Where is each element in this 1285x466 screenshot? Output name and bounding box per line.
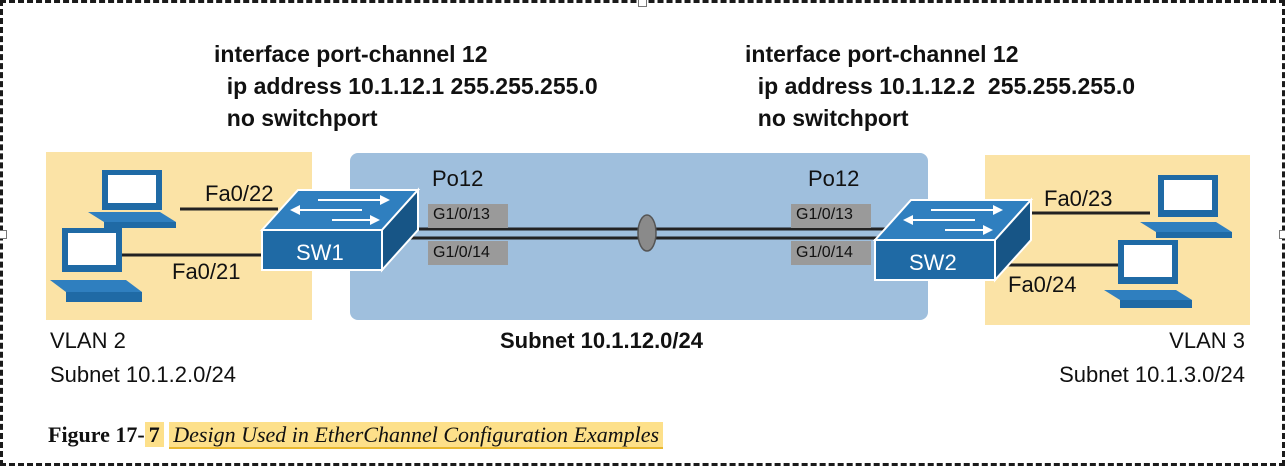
pc-icon-left-bottom (50, 228, 142, 302)
sw1-switch-icon (259, 187, 421, 273)
resize-handle-top[interactable] (638, 0, 647, 7)
figure-caption: Figure 17-7 Design Used in EtherChannel … (48, 422, 664, 449)
sw2-uplink-label-top: G1/0/13 (796, 206, 853, 223)
sw2-portchannel-label: Po12 (808, 166, 860, 191)
caption-prefix: Figure 17- (48, 422, 145, 447)
sw2-switch-icon (872, 197, 1034, 283)
middle-subnet-label: Subnet 10.1.12.0/24 (500, 328, 703, 353)
sw2-name-label: SW2 (909, 250, 957, 275)
etherchannel-bundle-icon (637, 214, 657, 252)
sw1-uplink-label-bottom: G1/0/14 (433, 244, 490, 261)
left-config-line-3: no switchport (214, 105, 378, 131)
vlan2-label: VLAN 2 (50, 328, 126, 353)
vlan3-label: VLAN 3 (1169, 328, 1245, 353)
resize-handle-left[interactable] (0, 230, 7, 239)
vlan2-subnet-label: Subnet 10.1.2.0/24 (50, 362, 236, 387)
sw1-port-fa0-21: Fa0/21 (172, 259, 241, 284)
sw2-port-fa0-24: Fa0/24 (1008, 272, 1077, 297)
left-config-line-1: interface port-channel 12 (214, 41, 488, 67)
left-config-line-2: ip address 10.1.12.1 255.255.255.0 (214, 73, 598, 99)
pc-icon-right-top (1140, 175, 1232, 238)
sw1-uplink-tag-bottom (428, 241, 508, 265)
sw1-port-fa0-22: Fa0/22 (205, 181, 274, 206)
vlan3-subnet-label: Subnet 10.1.3.0/24 (1059, 362, 1245, 387)
right-config-line-2: ip address 10.1.12.2 255.255.255.0 (745, 73, 1136, 99)
caption-title: Design Used in EtherChannel Configuratio… (169, 422, 664, 449)
sw2-port-fa0-23: Fa0/23 (1044, 186, 1113, 211)
sw1-name-label: SW1 (296, 240, 344, 265)
pc-icon-right-bottom (1104, 240, 1192, 308)
resize-handle-right[interactable] (1279, 230, 1285, 239)
caption-number: 7 (144, 422, 164, 447)
right-config-line-1: interface port-channel 12 (745, 41, 1019, 67)
sw2-uplink-label-bottom: G1/0/14 (796, 244, 853, 261)
sw2-uplink-tag-top (791, 204, 871, 228)
sw1-portchannel-label: Po12 (432, 166, 484, 191)
right-config-line-3: no switchport (745, 105, 909, 131)
sw1-uplink-label-top: G1/0/13 (433, 206, 490, 223)
sw1-uplink-tag-top (428, 204, 508, 228)
pc-icon-left-top (88, 170, 176, 228)
sw2-uplink-tag-bottom (791, 241, 871, 265)
